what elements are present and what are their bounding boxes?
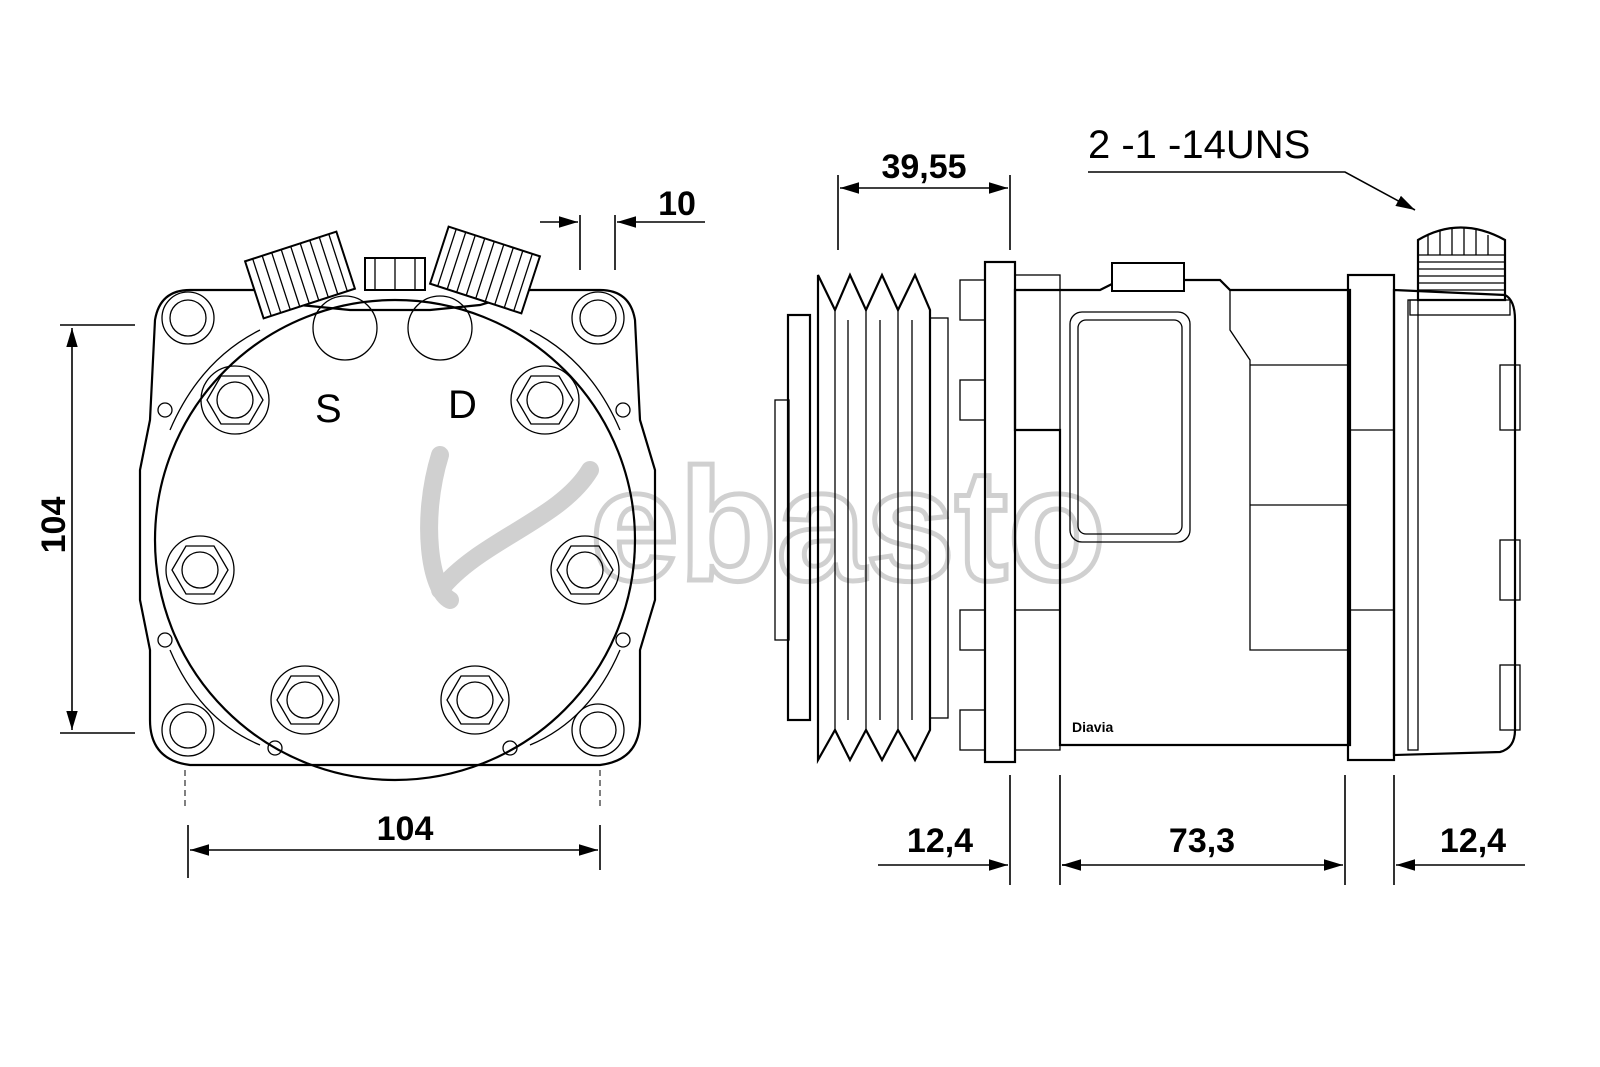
rear-head bbox=[1392, 288, 1517, 757]
suction-port-dome bbox=[312, 295, 378, 361]
front-housing-contours bbox=[169, 329, 621, 746]
body-dimension: 73,3 bbox=[1062, 822, 1343, 871]
front-view: S D 104 104 10 bbox=[35, 185, 705, 878]
offset-value: 10 bbox=[658, 185, 696, 223]
suction-port-label: S bbox=[315, 387, 342, 431]
corner-holes bbox=[157, 291, 631, 757]
front-mounting-plate bbox=[138, 288, 657, 767]
pulley-dimension: 39,55 bbox=[837, 148, 1011, 250]
left-flange-value: 12,4 bbox=[907, 822, 973, 860]
rear-flange bbox=[1346, 273, 1396, 762]
offset-dimension: 10 bbox=[540, 185, 705, 270]
front-width-dimension: 104 bbox=[187, 810, 601, 878]
discharge-port-dome bbox=[407, 295, 473, 361]
front-centerlines bbox=[184, 770, 601, 810]
right-flange-dimension: 12,4 bbox=[1396, 822, 1525, 871]
thread-callout: 2 -1 -14UNS bbox=[1088, 123, 1416, 211]
front-width-value: 104 bbox=[377, 810, 434, 848]
front-height-dimension: 104 bbox=[35, 324, 135, 734]
brand-mark: Diavia bbox=[1072, 719, 1113, 735]
left-flange-dimension: 12,4 bbox=[878, 822, 1075, 871]
suction-valve-fitting bbox=[243, 230, 357, 320]
bottom-extension-lines bbox=[1009, 775, 1395, 885]
side-view: Diavia 2 -1 -14UNS 39,55 bbox=[774, 123, 1525, 885]
thread-callout-text: 2 -1 -14UNS bbox=[1088, 123, 1310, 167]
body-dimension-value: 73,3 bbox=[1169, 822, 1235, 860]
bolt-heads bbox=[165, 365, 620, 735]
top-nut bbox=[1111, 262, 1185, 292]
front-housing-circle bbox=[153, 298, 637, 782]
watermark: ebasto bbox=[420, 433, 1108, 617]
oil-fill-cap bbox=[1409, 226, 1511, 316]
pulley bbox=[816, 272, 932, 765]
front-height-value: 104 bbox=[35, 497, 73, 554]
front-flange bbox=[983, 260, 1017, 764]
discharge-port-label: D bbox=[448, 383, 477, 427]
body-window bbox=[1069, 311, 1191, 543]
right-flange-value: 12,4 bbox=[1440, 822, 1506, 860]
clutch-plate bbox=[786, 313, 812, 722]
pulley-dimension-value: 39,55 bbox=[881, 148, 966, 186]
discharge-valve-fitting bbox=[428, 225, 542, 315]
